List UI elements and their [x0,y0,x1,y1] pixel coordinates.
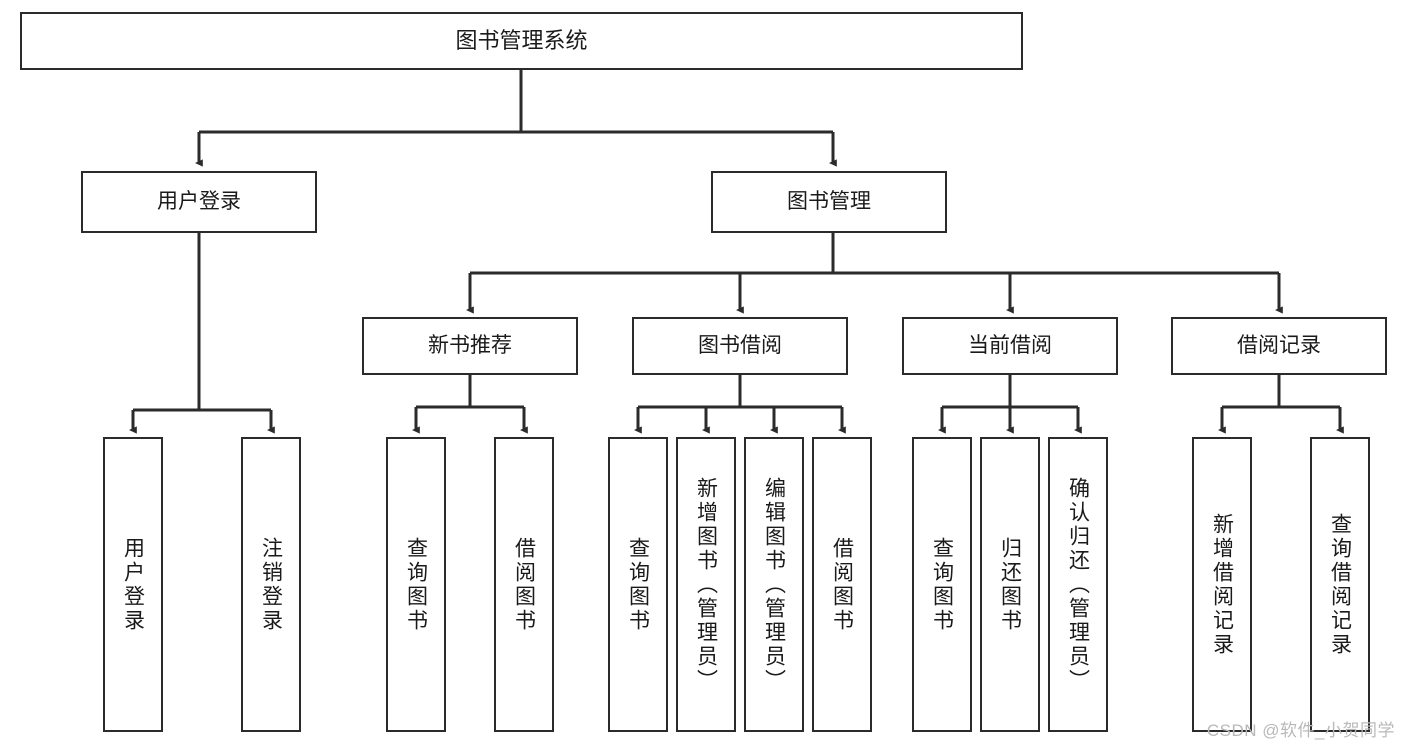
node-label: 图书管理系统 [455,28,588,54]
node-label: 用户登录 [121,536,145,633]
node-label: 图书管理 [787,189,871,213]
node-user-login[interactable]: 用户登录 [81,171,317,233]
node-borrowing-records[interactable]: 借阅记录 [1171,317,1387,375]
leaf-record-query-borrow-record[interactable]: 查询借阅记录 [1310,437,1370,732]
node-label: 用户登录 [157,189,241,213]
node-label: 新增借阅记录 [1210,512,1234,657]
node-label: 编辑图书（管理员） [762,476,786,693]
leaf-current-return-book[interactable]: 归还图书 [980,437,1040,732]
leaf-logout[interactable]: 注销登录 [241,437,301,732]
leaf-current-confirm-return-admin[interactable]: 确认归还（管理员） [1048,437,1108,732]
node-label: 借阅记录 [1237,333,1321,357]
leaf-borrow-borrow-book[interactable]: 借阅图书 [812,437,872,732]
node-label: 查询图书 [930,536,954,633]
node-book-borrowing[interactable]: 图书借阅 [632,317,848,375]
node-label: 查询图书 [404,536,428,633]
node-new-book-recommendation[interactable]: 新书推荐 [362,317,578,375]
node-label: 查询图书 [626,536,650,633]
leaf-new-book-query-book[interactable]: 查询图书 [386,437,446,732]
node-label: 图书借阅 [698,333,782,357]
leaf-record-add-borrow-record[interactable]: 新增借阅记录 [1192,437,1252,732]
node-label: 新书推荐 [428,333,512,357]
node-root-book-management-system[interactable]: 图书管理系统 [20,12,1023,70]
leaf-user-login[interactable]: 用户登录 [103,437,163,732]
leaf-new-book-borrow-book[interactable]: 借阅图书 [494,437,554,732]
leaf-borrow-add-book-admin[interactable]: 新增图书（管理员） [676,437,736,732]
node-label: 查询借阅记录 [1328,512,1352,657]
node-label: 借阅图书 [512,536,536,633]
node-label: 当前借阅 [968,333,1052,357]
node-label: 归还图书 [998,536,1022,633]
leaf-borrow-query-book[interactable]: 查询图书 [608,437,668,732]
node-current-borrowing[interactable]: 当前借阅 [902,317,1118,375]
node-book-management[interactable]: 图书管理 [711,171,947,233]
node-label: 注销登录 [259,536,283,633]
leaf-current-query-book[interactable]: 查询图书 [912,437,972,732]
node-label: 确认归还（管理员） [1066,476,1090,693]
node-label: 新增图书（管理员） [694,476,718,693]
node-label: 借阅图书 [830,536,854,633]
leaf-borrow-edit-book-admin[interactable]: 编辑图书（管理员） [744,437,804,732]
csdn-watermark: CSDN @软件_小贺同学 [1206,721,1395,740]
